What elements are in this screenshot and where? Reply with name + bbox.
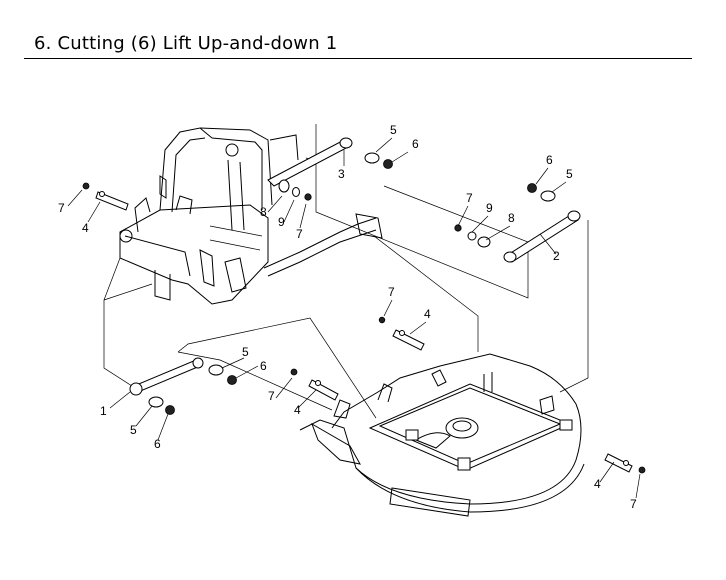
callout-8-upper: 8 xyxy=(260,205,267,219)
callout-9-upper: 9 xyxy=(278,215,285,229)
callout-9-right: 9 xyxy=(486,201,493,215)
callout-6-lower-rod: 6 xyxy=(260,359,267,373)
callout-leaders xyxy=(67,137,641,499)
callout-7-upper: 7 xyxy=(296,227,303,241)
mower-deck xyxy=(299,353,585,517)
rod-part-3 xyxy=(267,137,393,201)
callout-6-right: 6 xyxy=(546,153,553,167)
callout-7-right-upper: 7 xyxy=(466,191,473,205)
callout-7-top-center: 7 xyxy=(388,285,395,299)
callout-7-left: 7 xyxy=(58,201,65,215)
page-title: 6. Cutting (6) Lift Up-and-down 1 xyxy=(34,33,338,54)
callout-5-upper: 5 xyxy=(390,123,397,137)
pin-part-4-top-center xyxy=(378,316,425,351)
callout-4-left: 4 xyxy=(82,221,89,235)
callout-5-lower-rod: 5 xyxy=(242,345,249,359)
frame-assembly xyxy=(119,127,383,305)
callout-4-right: 4 xyxy=(594,477,601,491)
callout-6-bottom-left: 6 xyxy=(154,437,161,451)
title-rule xyxy=(24,58,692,59)
callout-4-top-center: 4 xyxy=(424,307,431,321)
callouts: 1 2 3 4 4 4 4 5 5 5 5 6 6 6 6 7 7 7 7 7 … xyxy=(58,123,637,511)
rod-part-1 xyxy=(129,357,237,415)
callout-8-right: 8 xyxy=(508,211,515,225)
callout-2: 2 xyxy=(553,249,560,263)
pin-part-4-lower-center xyxy=(290,368,339,401)
callout-5-right: 5 xyxy=(566,167,573,181)
rod-part-2 xyxy=(454,183,581,263)
pin-part-4-left xyxy=(82,182,129,211)
pin-part-4-right xyxy=(604,453,646,474)
callout-6-upper: 6 xyxy=(412,137,419,151)
callout-1: 1 xyxy=(100,404,107,418)
callout-7-right: 7 xyxy=(630,497,637,511)
callout-5-bottom-left: 5 xyxy=(130,423,137,437)
callout-4-lower-center: 4 xyxy=(294,403,301,417)
callout-7-lower-center: 7 xyxy=(268,389,275,403)
callout-3: 3 xyxy=(338,167,345,181)
